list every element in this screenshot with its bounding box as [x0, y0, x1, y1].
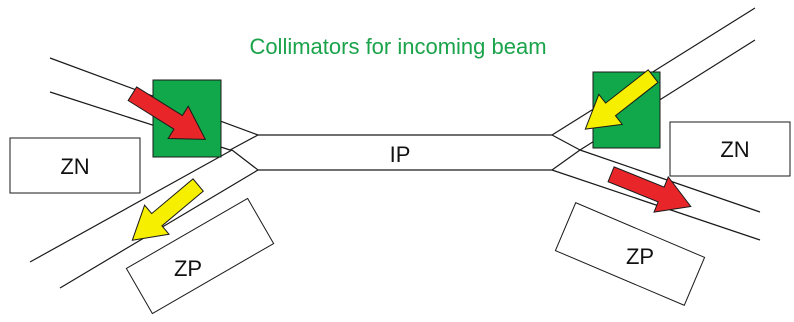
red-arrow-right-icon	[607, 166, 692, 213]
zp-label-right: ZP	[626, 244, 654, 269]
yellow-arrow-left-icon	[131, 178, 205, 241]
diagram-title: Collimators for incoming beam	[249, 34, 546, 59]
zn-box-right	[669, 121, 791, 177]
zn-label-left: ZN	[60, 154, 89, 179]
yellow-arrow-right-icon	[584, 69, 659, 130]
red-arrow-left-icon	[127, 86, 207, 140]
ip-label: IP	[390, 142, 411, 167]
zp-box-right	[554, 202, 706, 306]
zp-label-left: ZP	[174, 256, 202, 281]
zn-label-right: ZN	[720, 137, 749, 162]
zp-box-left	[125, 197, 275, 315]
zn-box-left	[9, 137, 141, 194]
